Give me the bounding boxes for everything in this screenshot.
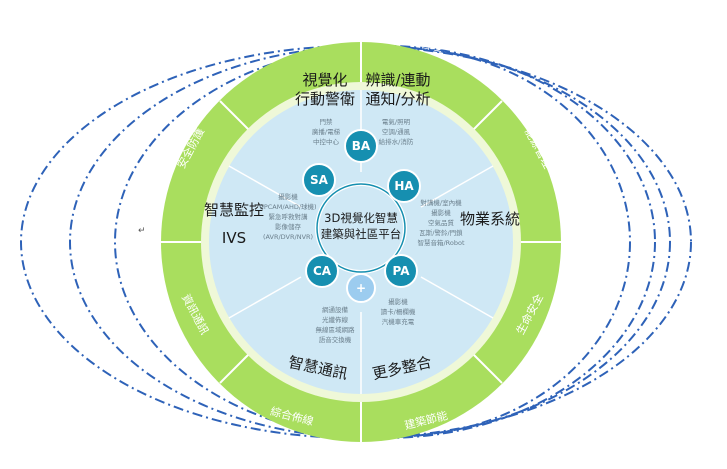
item-tl-2: 中控中心 bbox=[313, 137, 340, 146]
inner-disk bbox=[209, 90, 513, 394]
item-r-4: 智慧音箱/Robot bbox=[417, 238, 464, 247]
center-title-line-1: 3D視覺化智慧 bbox=[324, 211, 398, 225]
node-connector-ring-inner bbox=[316, 183, 406, 273]
item-l-3: 影像儲存 bbox=[275, 222, 302, 231]
title-visual-guard-1: 視覺化 bbox=[302, 71, 347, 89]
item-l-1: (IPCAM/AHD/球機) bbox=[259, 202, 316, 211]
title-property-system: 物業系統 bbox=[460, 210, 520, 228]
node-ba: BA bbox=[344, 129, 378, 163]
title-recognition-2: 通知/分析 bbox=[365, 90, 430, 108]
item-br-1: 讀卡/柵欄機 bbox=[381, 307, 416, 316]
node-ca-label: CA bbox=[313, 264, 332, 278]
sector-items: 門禁 廣播/電梯 中控中心 電氣/照明 空調/通風 給排水/消防 對講機/室內機… bbox=[259, 117, 465, 344]
title-recognition-1: 辨識/連動 bbox=[365, 71, 430, 89]
item-bl-0: 網通設備 bbox=[322, 305, 349, 314]
title-visual-guard-2: 行動警衛 bbox=[295, 90, 355, 108]
node-sa-label: SA bbox=[310, 173, 329, 187]
node-ba-label: BA bbox=[352, 139, 371, 153]
title-ivs: IVS bbox=[222, 229, 246, 247]
return-mark: ↵ bbox=[138, 226, 146, 236]
item-r-3: 瓦斯/警鈴/門鎖 bbox=[419, 228, 463, 237]
node-sa: SA bbox=[302, 163, 336, 197]
item-r-0: 對講機/室內機 bbox=[420, 198, 462, 207]
item-r-2: 空氣品質 bbox=[428, 218, 455, 227]
node-ha-label: HA bbox=[394, 179, 414, 193]
item-l-4: (AVR/DVR/NVR) bbox=[263, 233, 313, 241]
node-ca: CA bbox=[305, 254, 339, 288]
outer-ring-dividers bbox=[161, 42, 561, 442]
item-tr-0: 電氣/照明 bbox=[382, 117, 411, 126]
item-br-0: 攝影機 bbox=[388, 297, 408, 306]
item-tl-0: 門禁 bbox=[320, 118, 334, 126]
node-plus-label: + bbox=[356, 281, 366, 295]
node-pa-label: PA bbox=[393, 264, 411, 278]
node-plus: + bbox=[346, 273, 376, 303]
node-pa: PA bbox=[384, 254, 418, 288]
item-r-1: 攝影機 bbox=[431, 208, 451, 217]
item-tr-1: 空調/通風 bbox=[382, 127, 411, 136]
sector-titles: 視覺化 行動警衛 辨識/連動 通知/分析 物業系統 更多整合 智慧通訊 智慧監控… bbox=[204, 71, 520, 383]
item-bl-1: 光纖佈線 bbox=[322, 315, 349, 324]
item-bl-2: 無線區域網路 bbox=[316, 325, 356, 334]
item-l-0: 攝影機 bbox=[278, 192, 298, 201]
item-br-2: 汽機車充電 bbox=[382, 317, 415, 326]
item-tl-1: 廣播/電梯 bbox=[312, 127, 341, 136]
item-tr-2: 給排水/消防 bbox=[379, 137, 414, 146]
item-bl-3: 語音交換機 bbox=[319, 335, 352, 344]
title-smart-monitor: 智慧監控 bbox=[204, 201, 264, 219]
center-title-line-2: 建築與社區平台 bbox=[321, 227, 402, 241]
item-l-2: 緊急呼救對講 bbox=[269, 212, 309, 221]
node-ha: HA bbox=[387, 169, 421, 203]
